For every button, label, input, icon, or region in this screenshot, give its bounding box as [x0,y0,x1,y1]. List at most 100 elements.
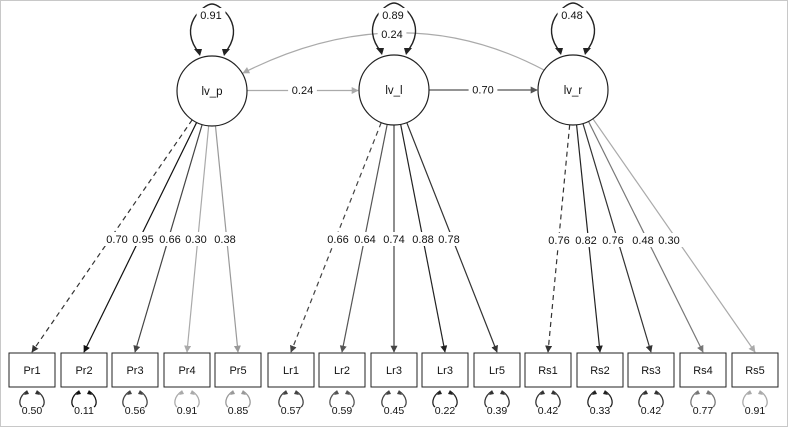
structural-label-lv_p-lv_l: 0.24 [292,85,313,97]
loading-label-4-bg [181,232,211,246]
residual-arrowhead-left-5 [230,390,235,395]
residual-arrowhead-left-11 [540,390,545,395]
loading-label-11-bg [544,233,574,247]
residual-label-9: 0.22 [435,405,456,417]
loading-label-6: 0.66 [327,234,348,246]
indicator-label-15: Rs5 [745,365,765,377]
residual-arc-left-6 [278,390,287,408]
loading-label-14-bg [628,233,658,247]
residual-arrowhead-right-10 [500,390,505,395]
residual-label-13: 0.42 [641,405,662,417]
residual-arrowhead-right-12 [603,390,608,395]
residual-arrowhead-right-9 [448,390,453,395]
residual-label-12: 0.33 [590,405,611,417]
residual-arrowhead-right-5 [241,390,246,395]
residual-arc-right-8 [398,390,407,408]
indicator-box-11 [524,352,572,388]
residual-arrowhead-right-8 [397,390,402,395]
indicator-box-9 [421,352,469,388]
residual-arrowhead-left-1 [24,390,29,395]
variance-label-lv_l: 0.89 [382,10,403,22]
structural-label-lv_l-lv_r: 0.70 [472,84,493,96]
residual-arc-right-13 [655,390,664,408]
indicator-box-10 [473,352,521,388]
indicator-box-8 [370,352,418,388]
residual-arc-right-5 [242,390,251,408]
variance-loop-lv_p [189,3,235,55]
latent-node-lv_r [537,54,609,126]
loading-label-4: 0.30 [185,234,206,246]
residual-arrowhead-right-13 [654,390,659,395]
residual-label-2: 0.11 [74,405,94,417]
indicator-box-6 [267,352,315,388]
residual-arrowhead-right-15 [758,390,763,395]
variance-arrowhead-right-lv_l [404,48,412,55]
residual-arrowhead-left-3 [127,390,132,395]
residual-arrowhead-left-9 [437,390,442,395]
loading-label-2: 0.95 [132,234,153,246]
loading-label-2-bg [128,232,158,246]
latent-node-lv_l [358,54,430,126]
indicator-label-14: Rs4 [693,365,713,377]
loading-label-8: 0.74 [383,234,404,246]
indicator-label-9: Lr3 [437,365,453,377]
residual-arc-right-14 [707,390,716,408]
indicator-box-5 [214,352,262,388]
residual-label-15: 0.91 [745,405,766,417]
residual-arc-left-1 [19,390,28,408]
loading-label-12-bg [571,233,601,247]
residual-label-6: 0.57 [281,405,302,417]
structural-label-lv_p-lv_l-bg [288,83,317,97]
residual-label-4: 0.91 [177,405,198,417]
residual-arrowhead-right-2 [87,390,92,395]
variance-label-lv_l-bg [378,8,408,22]
residual-arc-right-4 [191,390,200,408]
residual-arrowhead-right-1 [35,390,40,395]
latent-label-lv_p: lv_p [201,86,222,98]
indicator-box-13 [627,352,675,388]
loading-label-9-bg [408,232,438,246]
residual-arrowhead-left-12 [592,390,597,395]
residual-arc-left-14 [690,390,699,408]
residual-arc-left-5 [225,390,234,408]
residual-arc-right-15 [759,390,768,408]
loading-path-1 [31,119,193,353]
indicator-box-4 [163,352,211,388]
residual-arc-right-7 [346,390,355,408]
residual-arrowhead-right-3 [138,390,143,395]
variance-arrowhead-left-lv_r [555,48,563,55]
loading-label-12: 0.82 [575,235,596,247]
residual-arc-right-2 [88,390,97,408]
residual-label-5: 0.85 [228,405,249,417]
variance-loop-lv_r [550,2,596,54]
structural-label-lv_l-lv_r-bg [468,82,498,97]
residual-arc-left-11 [535,390,544,408]
residual-arrowhead-right-6 [294,390,299,395]
covariance-label: 0.24 [381,29,402,41]
loading-label-3-bg [155,232,185,246]
residual-arc-left-4 [174,390,183,408]
residual-label-11: 0.42 [538,405,559,417]
indicator-label-4: Pr4 [178,365,195,377]
residual-arrowhead-left-7 [334,390,339,395]
residual-arc-right-9 [449,390,458,408]
residual-arc-left-7 [329,390,338,408]
residual-arc-right-6 [295,390,304,408]
variance-label-lv_r-bg [557,8,587,22]
residual-label-1: 0.50 [22,405,43,417]
residual-arc-right-10 [501,390,510,408]
indicator-label-6: Lr1 [283,365,299,377]
latent-label-lv_l: lv_l [385,85,402,97]
indicator-label-1: Pr1 [23,365,40,377]
residual-arrowhead-left-2 [76,390,81,395]
loading-label-1: 0.70 [106,234,127,246]
residual-arrowhead-right-11 [551,390,556,395]
loading-label-10-bg [434,232,464,246]
residual-arrowhead-left-15 [747,390,752,395]
variance-label-lv_r: 0.48 [561,10,582,22]
loading-label-13: 0.76 [602,235,623,247]
residual-arrowhead-left-13 [643,390,648,395]
residual-label-14: 0.77 [693,405,714,417]
indicator-box-2 [60,352,108,388]
